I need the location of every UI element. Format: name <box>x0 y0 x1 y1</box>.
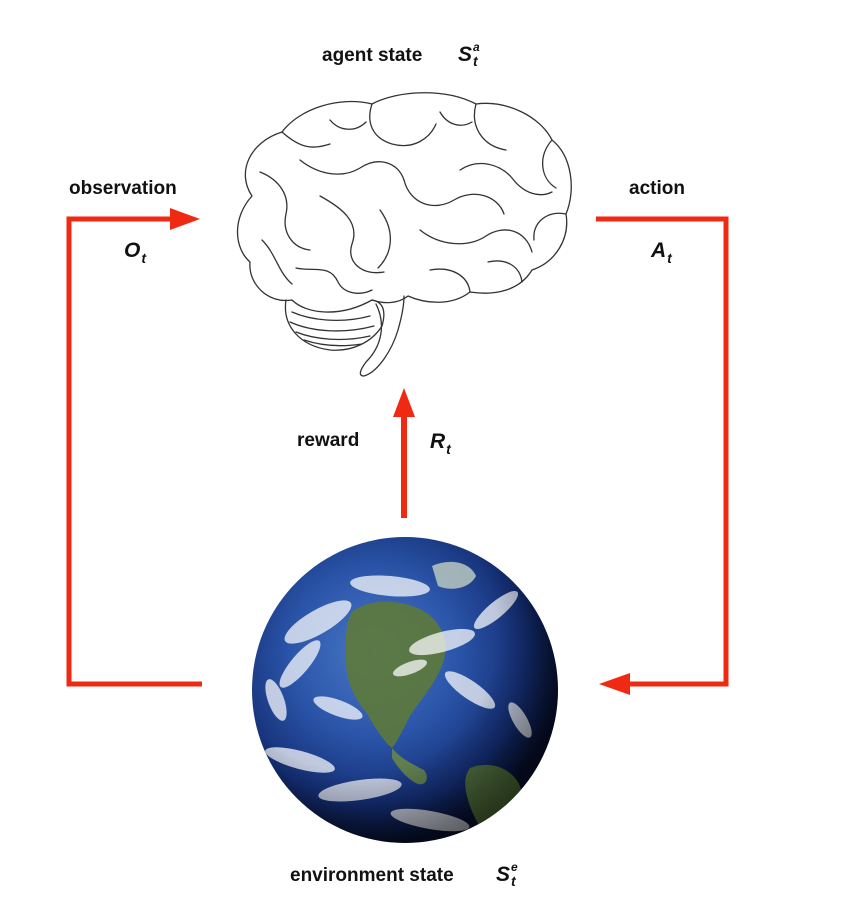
observation-symbol: Ot <box>124 239 146 265</box>
observation-label: observation <box>69 178 177 199</box>
action-symbol: At <box>651 239 672 265</box>
agent-state-superscript: a <box>473 40 480 54</box>
environment-state-symbol-letter: S <box>496 863 511 886</box>
action-arrow <box>596 216 729 687</box>
environment-state-superscript: e <box>511 860 518 874</box>
observation-symbol-letter: O <box>124 239 141 262</box>
reward-symbol-letter: R <box>430 430 446 453</box>
reward-subscript: t <box>446 441 451 457</box>
reward-symbol: Rt <box>430 430 451 456</box>
agent-state-subscript: t <box>473 53 478 69</box>
action-label: action <box>629 178 685 199</box>
action-arrowhead <box>599 673 630 695</box>
agent-state-symbol-letter: S <box>458 43 473 66</box>
action-symbol-letter: A <box>651 239 667 262</box>
environment-state-label: environment state <box>290 866 454 885</box>
agent-state-label: agent state <box>322 46 422 65</box>
environment-state-subscript: t <box>511 873 516 889</box>
environment-state-text: environment state <box>290 865 454 886</box>
observation-subscript: t <box>141 250 147 266</box>
reward-arrowhead <box>393 388 415 417</box>
observation-arrow <box>66 216 202 687</box>
observation-arrowhead <box>170 208 200 230</box>
reward-label: reward <box>297 430 360 451</box>
agent-state-text: agent state <box>322 45 423 66</box>
action-subscript: t <box>667 250 672 266</box>
